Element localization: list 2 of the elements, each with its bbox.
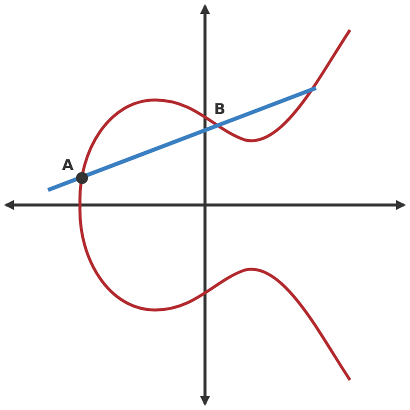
- point-label: A: [62, 158, 74, 173]
- point-label: B: [214, 102, 226, 117]
